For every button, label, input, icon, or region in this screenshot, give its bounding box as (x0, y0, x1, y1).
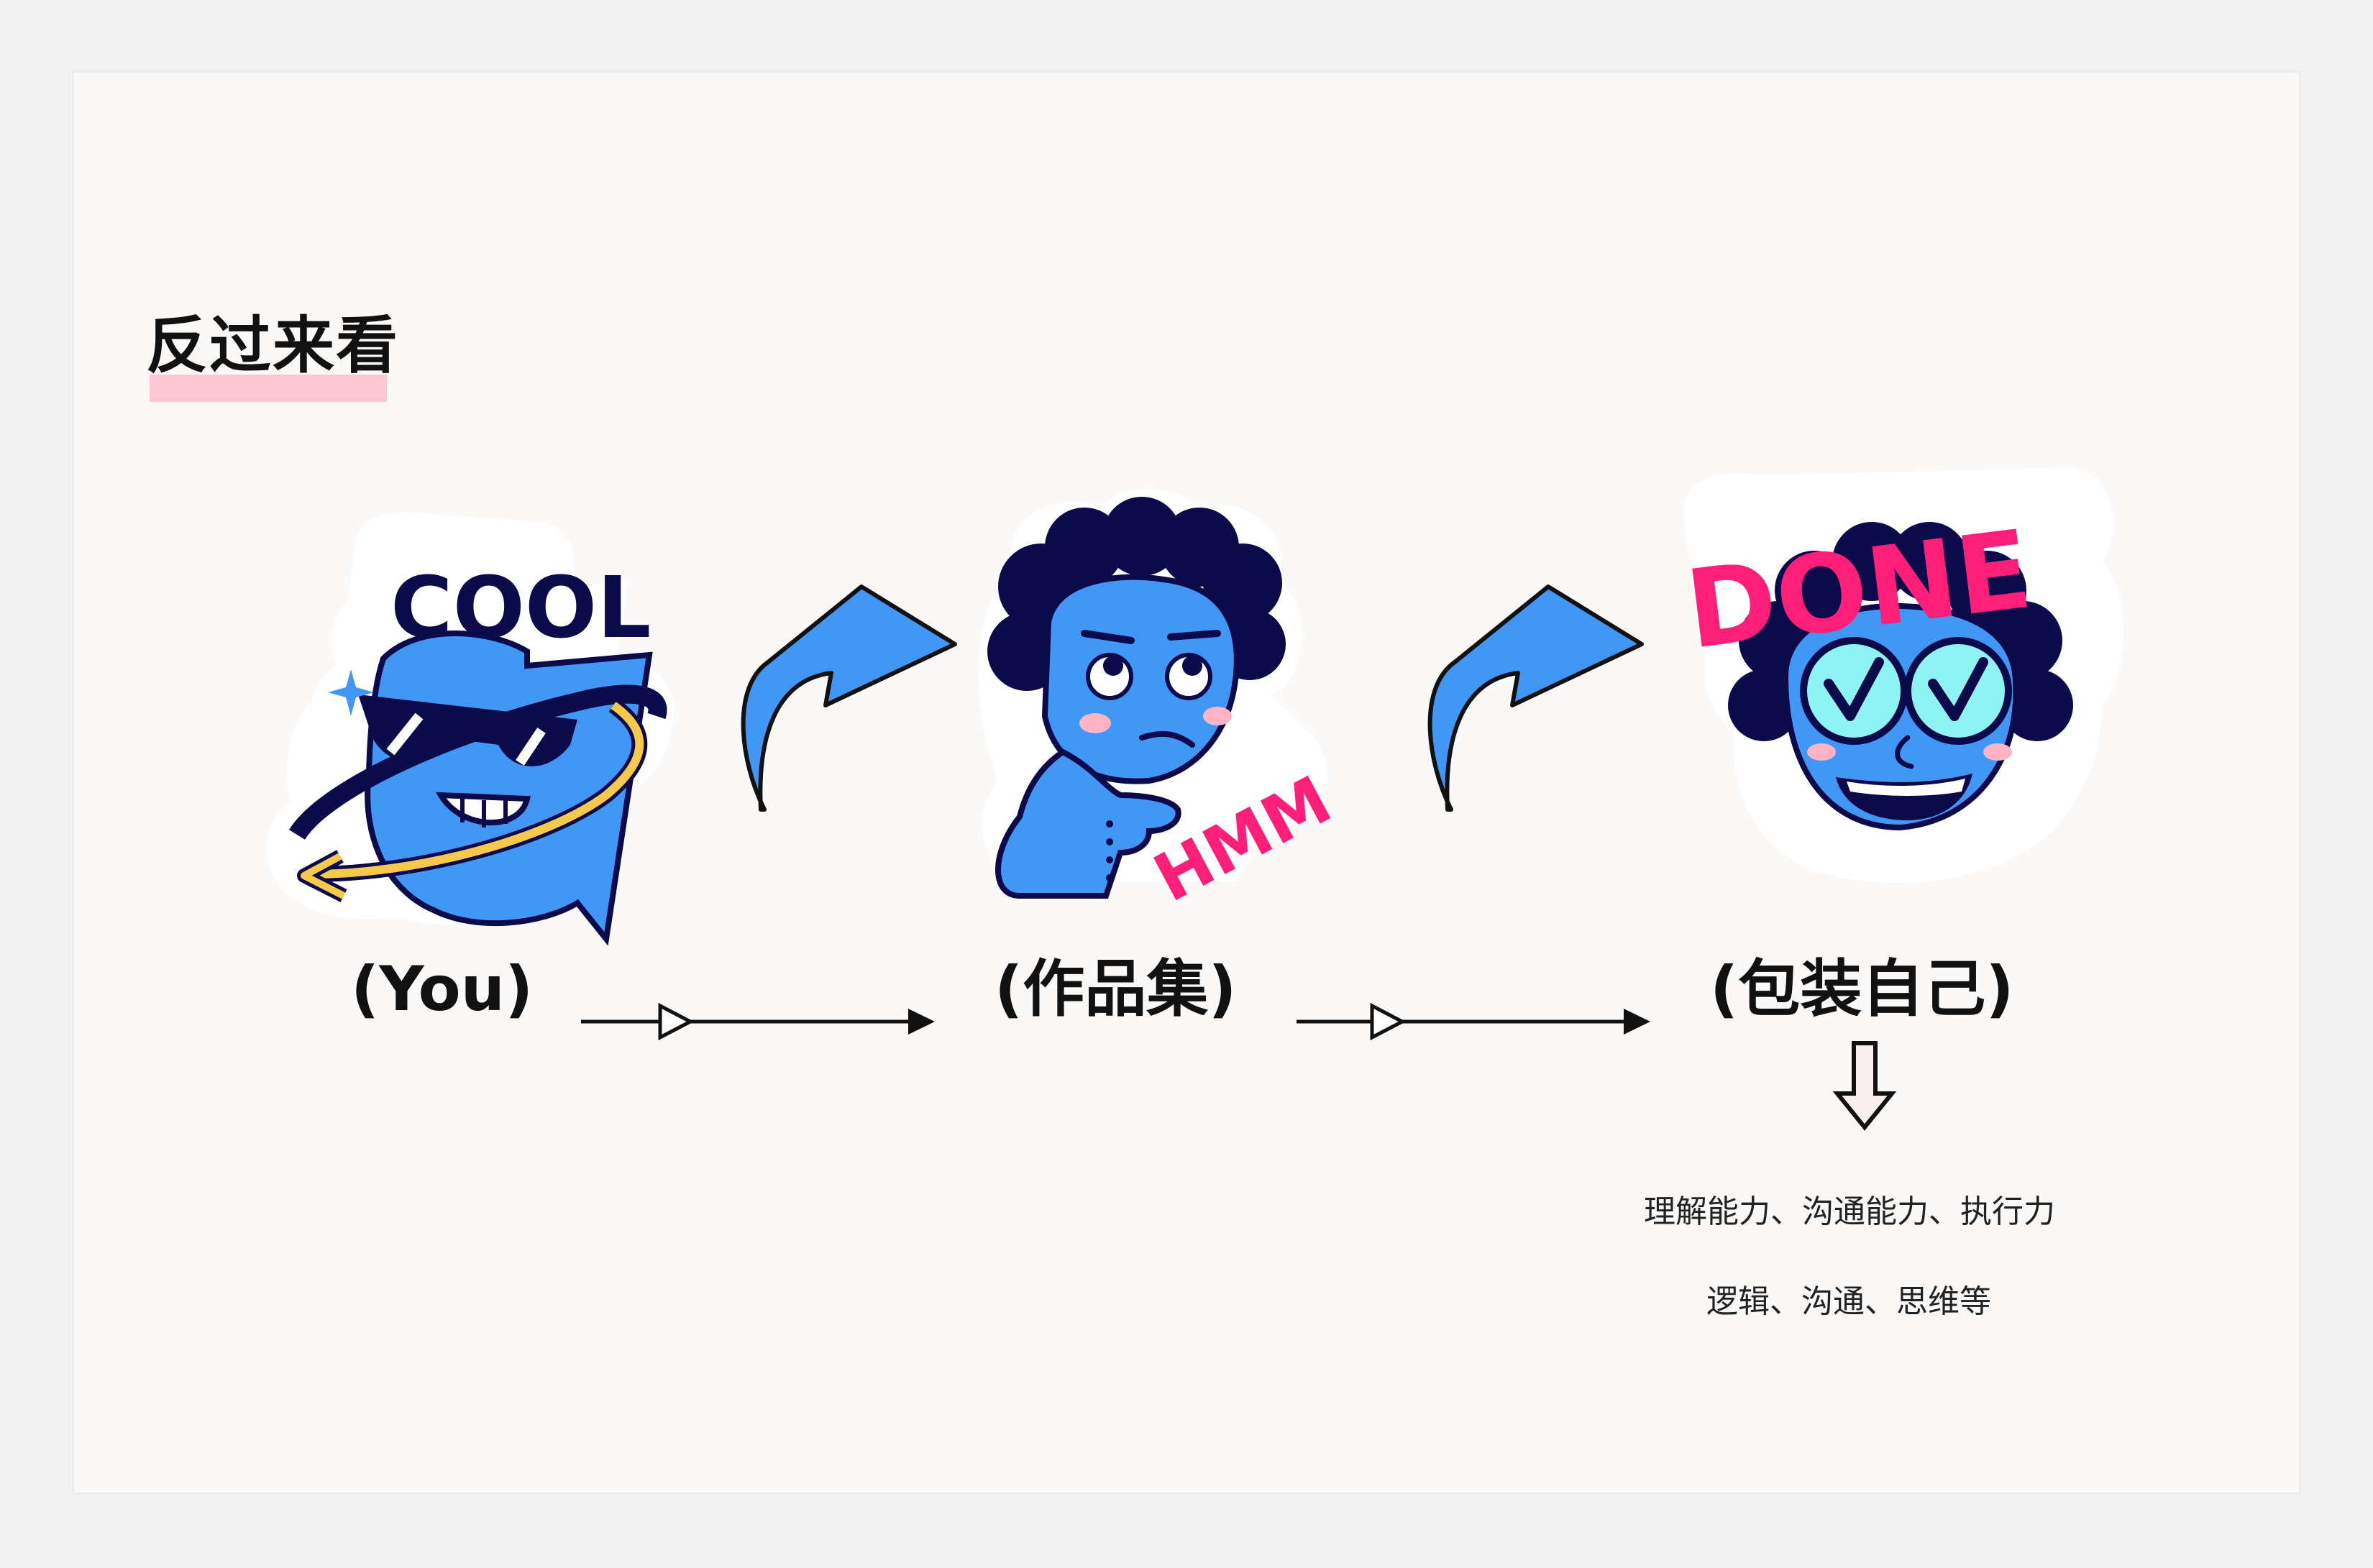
flow-arrow-1 (581, 1002, 935, 1041)
curved-arrow-icon (1427, 584, 1644, 812)
sticker-text-cool: COOL (390, 558, 651, 657)
curly-hair (1728, 522, 2073, 741)
stage-label-packaging: (包装自己) (1710, 953, 2014, 1025)
title-highlight (150, 375, 387, 402)
glasses-shine (386, 712, 546, 766)
sparkle-icon (328, 669, 374, 716)
down-arrow-icon (1832, 1041, 1897, 1131)
curved-arrow-icon (741, 584, 957, 812)
thinking-hand (995, 748, 1181, 899)
stage-label-you: (You) (351, 953, 534, 1025)
stage-label-portfolio: (作品集) (995, 953, 1237, 1025)
checkmark-icon (1824, 657, 1884, 721)
done-checkmark-eyes-sticker: DONE (1680, 468, 2123, 883)
slide-card: 反过来看 COOL (74, 73, 2299, 1493)
cool-sunglasses-sticker: COOL (267, 512, 675, 946)
skills-note-2: 逻辑、沟通、思维等 (1706, 1283, 1991, 1320)
slide-title: 反过来看 (146, 310, 399, 382)
flow-arrow-2 (1297, 1002, 1650, 1041)
checkmark-icon (1928, 657, 1988, 721)
sunglasses (358, 694, 577, 766)
skills-note-1: 理解能力、沟通能力、执行力 (1644, 1193, 2055, 1230)
thinking-face-sticker: HMM (978, 488, 1343, 917)
